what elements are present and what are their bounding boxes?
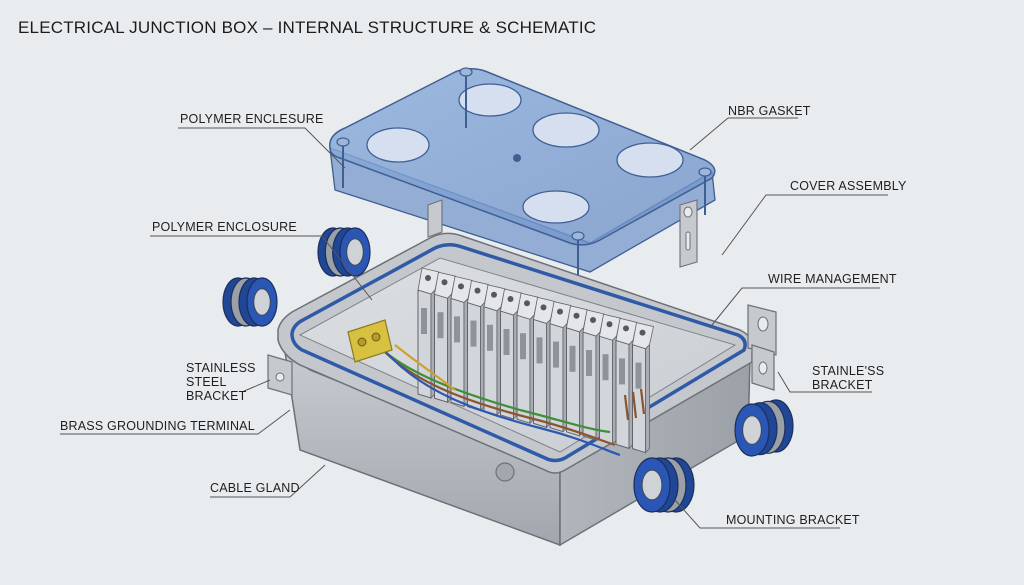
- terminal-block: [417, 267, 440, 399]
- leader-polymer-enclosure-top: [178, 127, 346, 169]
- leader-brass-terminal: [60, 409, 291, 435]
- cover-top-face: [329, 68, 716, 246]
- leader-cable-gland: [210, 464, 326, 498]
- label-stainless-steel-bracket: STAINLESS STEEL BRACKET: [186, 361, 256, 403]
- leader-mounting-bracket: [674, 499, 840, 529]
- leader-wire-management: [711, 287, 880, 326]
- wire-green: [371, 339, 611, 434]
- cable-gland-fitting: [734, 399, 794, 457]
- cover-port-hole: [532, 112, 600, 148]
- leader-stainless-bracket-right: [777, 371, 872, 393]
- leader-nbr-gasket: [689, 117, 798, 151]
- leader-cover-assembly: [721, 194, 888, 256]
- terminal-block: [533, 296, 555, 429]
- side-knockout-hole: [495, 462, 515, 482]
- terminal-block: [599, 313, 621, 446]
- terminal-block-array: [417, 267, 654, 454]
- cover-screws: [342, 72, 706, 275]
- label-cable-gland: CABLE GLAND: [210, 481, 300, 495]
- mounting-brackets: [267, 304, 777, 396]
- wire-yellow: [394, 344, 456, 391]
- wire-blue: [383, 349, 621, 457]
- leader-polymer-enclosure-mid: [150, 235, 373, 301]
- nbr-gasket-seal: [290, 243, 747, 463]
- cover-assembly-part: [329, 67, 716, 275]
- label-mounting-bracket: MOUNTING BRACKET: [726, 513, 860, 527]
- cover-tab-left: [427, 199, 443, 238]
- internal-wiring: [371, 339, 646, 457]
- cover-port-hole: [458, 83, 522, 117]
- label-stainless-bracket-right: STAINLE'SS BRACKET: [812, 364, 885, 392]
- leader-stainless-bracket-left: [241, 379, 271, 393]
- terminal-block: [632, 322, 654, 454]
- cable-gland-fitting: [222, 277, 278, 327]
- terminal-block: [500, 288, 522, 420]
- label-cover-assembly: COVER ASSEMBLY: [790, 179, 907, 193]
- terminal-block: [434, 271, 456, 404]
- cable-gland-fitting: [633, 457, 695, 513]
- cover-port-hole: [522, 190, 590, 224]
- label-polymer-enclosure-top: POLYMER ENCLESURE: [180, 112, 324, 126]
- wire-ferrules: [623, 388, 646, 421]
- cover-port-hole: [366, 127, 430, 163]
- cable-glands: [222, 227, 794, 513]
- brass-grounding-terminal-part: [347, 319, 393, 363]
- leader-lines: [60, 117, 888, 529]
- wire-brown: [377, 344, 616, 447]
- label-brass-grounding-terminal: BRASS GROUNDING TERMINAL: [60, 419, 255, 433]
- label-nbr-gasket: NBR GASKET: [728, 104, 811, 118]
- label-polymer-enclosure-mid: POLYMER ENCLOSURE: [152, 220, 297, 234]
- cable-gland-fitting: [317, 227, 371, 277]
- label-wire-management: WIRE MANAGEMENT: [768, 272, 897, 286]
- terminal-block: [483, 284, 506, 416]
- page-title: ELECTRICAL JUNCTION BOX – INTERNAL STRUC…: [18, 18, 597, 37]
- cover-port-hole: [616, 142, 684, 178]
